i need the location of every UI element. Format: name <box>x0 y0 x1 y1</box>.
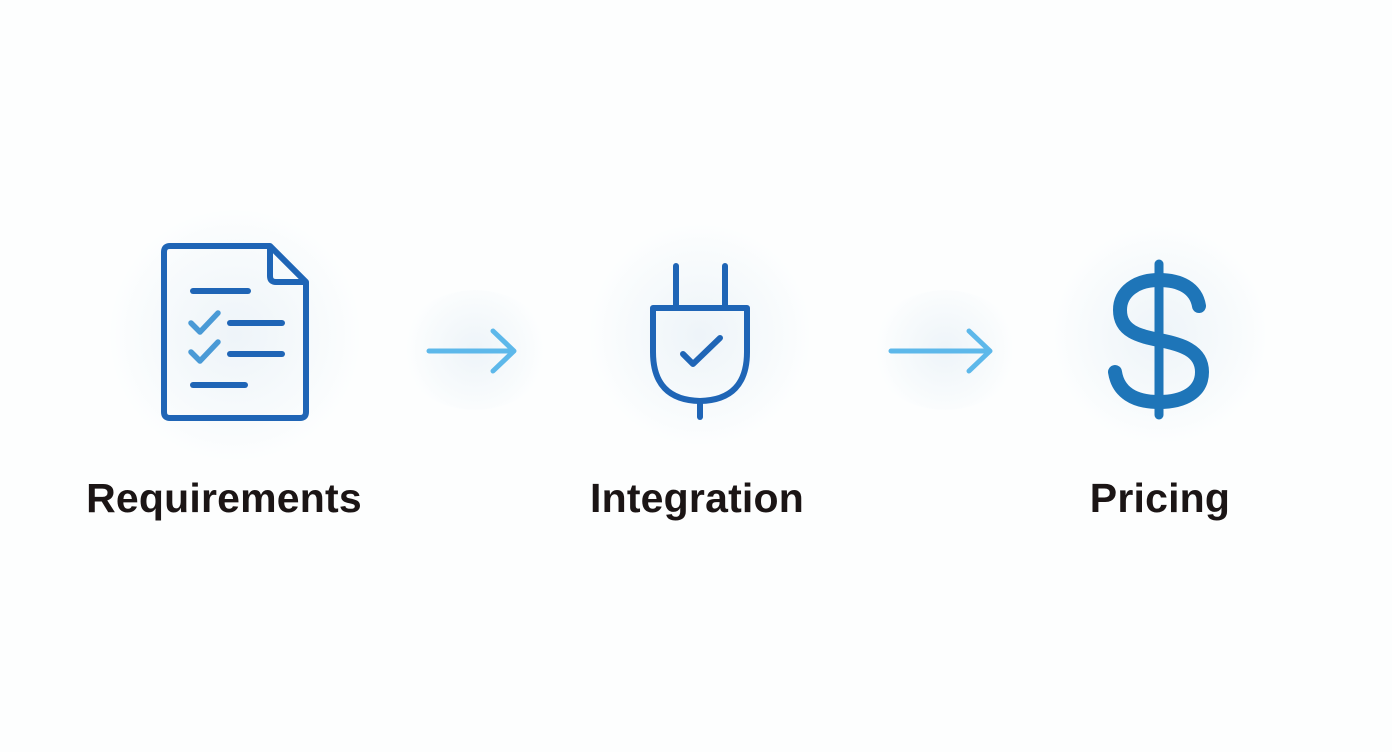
checklist-document-icon <box>160 240 315 425</box>
arrow-right-icon <box>425 325 525 384</box>
step-label-requirements: Requirements <box>86 475 362 521</box>
step-label-pricing: Pricing <box>1089 475 1231 521</box>
plug-check-icon <box>645 260 755 425</box>
step-label-integration: Integration <box>589 475 805 521</box>
arrow-right-icon <box>887 325 999 384</box>
dollar-sign-icon <box>1108 258 1213 423</box>
